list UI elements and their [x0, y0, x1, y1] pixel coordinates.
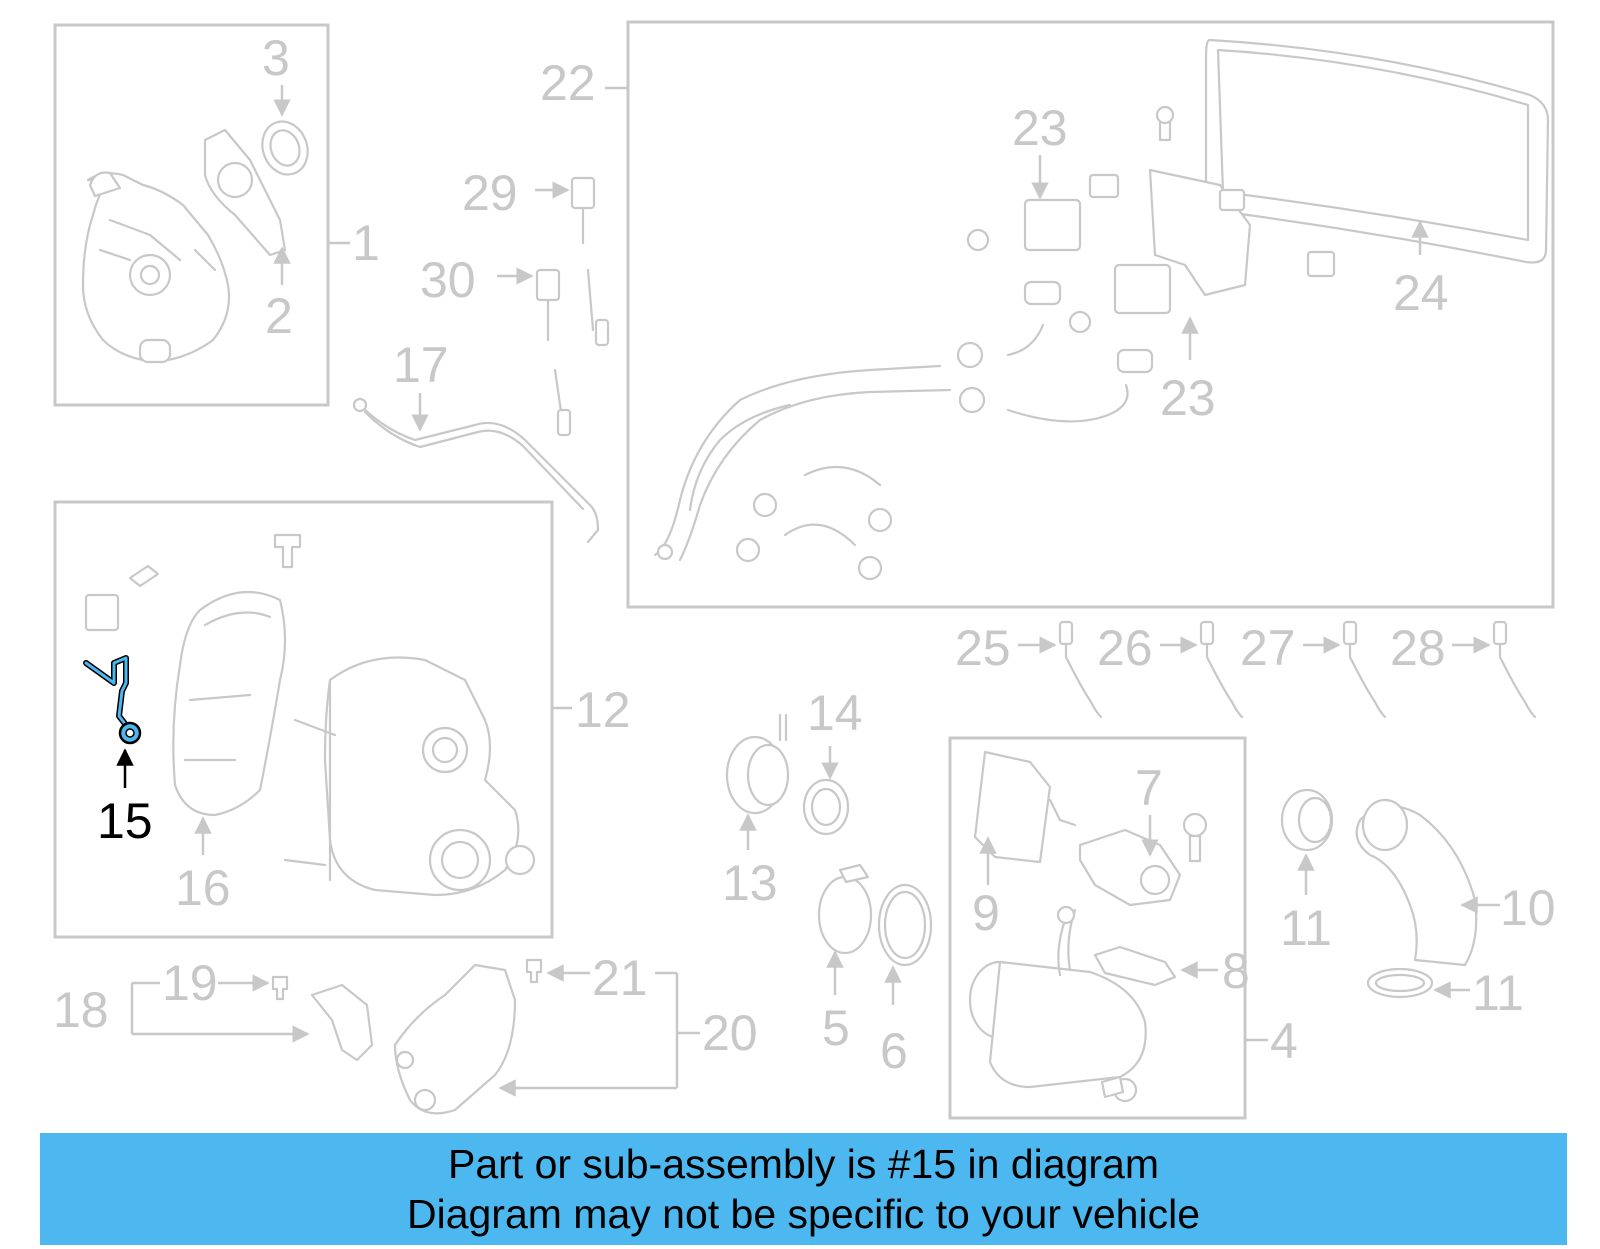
callout-22: 22	[540, 55, 596, 111]
callout-30: 30	[420, 252, 476, 308]
banner-line-2: Diagram may not be specific to your vehi…	[406, 1191, 1200, 1237]
part-16-heat-shield	[172, 590, 287, 817]
callout-13: 13	[722, 855, 778, 911]
callout-10a: 10	[1500, 880, 1556, 936]
callout-17: 17	[393, 337, 449, 393]
parts-18-21-mount-brackets	[271, 958, 543, 1115]
callout-21: 21	[592, 950, 648, 1006]
callout-23b: 23	[1160, 370, 1216, 426]
callout-14: 14	[807, 685, 863, 741]
callout-9: 9	[972, 885, 1000, 941]
info-banner: Part or sub-assembly is #15 in diagram D…	[40, 1133, 1567, 1245]
callout-6: 6	[880, 1023, 908, 1079]
callout-25: 25	[955, 620, 1011, 676]
part-29-sensor	[570, 176, 610, 347]
callout-28: 28	[1390, 620, 1446, 676]
callout-16: 16	[175, 860, 231, 916]
callout-11a: 11	[1280, 900, 1332, 956]
callout-2: 2	[265, 288, 293, 344]
part-17-pipe	[352, 397, 600, 544]
group-22-box	[605, 20, 1555, 609]
callout-12: 12	[575, 682, 631, 738]
part-13-clamp	[725, 713, 790, 815]
part-2-gasket-plate	[203, 128, 287, 257]
callout-19: 19	[162, 955, 218, 1011]
callout-27: 27	[1240, 620, 1296, 676]
part-3-seal-ring	[261, 120, 309, 176]
group-1-box	[53, 23, 350, 407]
callout-1: 1	[352, 215, 380, 271]
part-14-ring	[802, 778, 850, 836]
group-12-box	[53, 500, 572, 939]
part-12-catalytic-converter	[283, 656, 536, 897]
callout-20: 20	[702, 1005, 758, 1061]
part-5-clamp	[817, 863, 873, 955]
part-1-pump-housing	[81, 171, 231, 364]
part-6-gasket	[877, 883, 933, 967]
part-30-sensor	[535, 268, 572, 437]
shield-fasteners	[84, 533, 302, 632]
banner-line-1: Part or sub-assembly is #15 in diagram	[448, 1141, 1159, 1187]
part-11-clamp-lower	[1366, 967, 1434, 999]
callout-29: 29	[462, 165, 518, 221]
callout-18: 18	[53, 982, 109, 1038]
part-15-bracket-highlighted	[83, 655, 142, 745]
callout-8: 8	[1222, 943, 1250, 999]
group-4-box	[948, 736, 1268, 1120]
callout-7: 7	[1135, 760, 1163, 816]
part-11-clamp-upper	[1280, 788, 1334, 852]
callout-23a: 23	[1012, 100, 1068, 156]
callout-5: 5	[822, 1000, 850, 1056]
part-9-module	[973, 750, 1077, 864]
callout-15: 15	[97, 793, 153, 849]
parts-25-28-sensors	[1058, 620, 1537, 719]
part-7-valve	[1078, 812, 1208, 907]
callout-4: 4	[1270, 1013, 1298, 1069]
hoses-assembly	[653, 323, 1129, 581]
callout-26: 26	[1097, 620, 1153, 676]
part-24-cover-panel	[1204, 38, 1550, 264]
part-23-sensors-bracket	[966, 105, 1336, 374]
part-10-hose	[1355, 798, 1478, 967]
callout-11b: 11	[1472, 965, 1524, 1021]
callout-24: 24	[1393, 265, 1449, 321]
part-8-gasket	[1093, 945, 1177, 987]
part-4-egr-cooler	[968, 905, 1147, 1103]
callout-3: 3	[262, 30, 290, 86]
